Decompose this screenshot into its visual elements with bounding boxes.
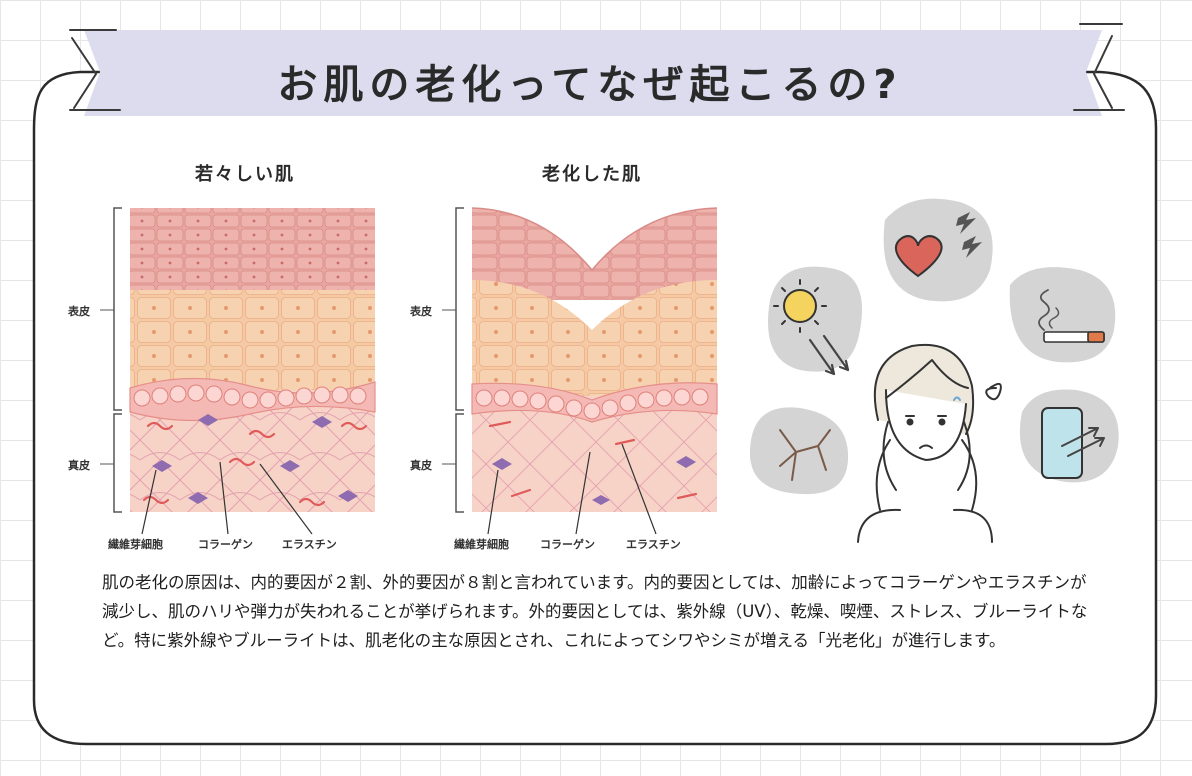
young-skin-title: 若々しい肌 — [195, 164, 295, 185]
cause-bubbles — [749, 198, 1119, 495]
elastin-fibers — [142, 421, 368, 507]
aged-skin-diagram — [442, 207, 718, 535]
callout-lines — [487, 443, 657, 535]
young-dermis-label: 真皮 — [68, 459, 90, 472]
elastin-fibers — [488, 420, 698, 500]
banner-decor — [69, 23, 1125, 111]
description-text: 肌の老化の原因は、内的要因が２割、外的要因が８割と言われています。内的要因として… — [102, 573, 1088, 650]
aged-callout-elastin: エラスチン — [626, 538, 681, 551]
aged-dermis-label: 真皮 — [410, 459, 432, 472]
dry-crack-icon — [779, 429, 831, 481]
stress-heart-icon — [894, 212, 982, 278]
fibroblast-cells — [492, 456, 696, 505]
aged-skin-title: 老化した肌 — [542, 164, 642, 185]
page-title: お肌の老化ってなぜ起こるの? — [277, 62, 903, 108]
title-banner — [84, 30, 1102, 116]
skin-surface-wrinkle — [471, 207, 718, 272]
young-callout-collagen: コラーゲン — [198, 538, 253, 551]
callout-lines — [141, 461, 313, 535]
spinous-layer — [130, 290, 375, 390]
young-callout-elastin: エラスチン — [282, 538, 337, 551]
worried-woman-illustration — [857, 343, 1002, 543]
aged-epidermis-label: 表皮 — [410, 305, 432, 318]
dermis-bracket — [455, 413, 464, 513]
cigarette-icon — [1038, 289, 1105, 343]
stratum-corneum — [130, 208, 375, 290]
young-epidermis-label: 表皮 — [68, 305, 90, 318]
sun-uv-icon — [773, 279, 850, 376]
spinous-layer — [472, 280, 717, 400]
young-callout-fibroblast: 繊維芽細胞 — [108, 538, 163, 551]
epidermis-bracket — [113, 207, 122, 411]
aged-callout-collagen: コラーゲン — [540, 538, 595, 551]
basal-cells — [133, 384, 367, 409]
dermis-bracket — [113, 413, 122, 513]
aging-causes-illustration — [749, 198, 1119, 543]
basal-cells — [475, 388, 709, 420]
smartphone-bluelight-icon — [1041, 407, 1105, 479]
young-skin-diagram — [100, 207, 376, 535]
basal-layer — [471, 382, 718, 423]
fibroblast-cells — [152, 414, 358, 504]
epidermis-bracket — [455, 207, 464, 411]
aged-callout-fibroblast: 繊維芽細胞 — [454, 538, 509, 551]
